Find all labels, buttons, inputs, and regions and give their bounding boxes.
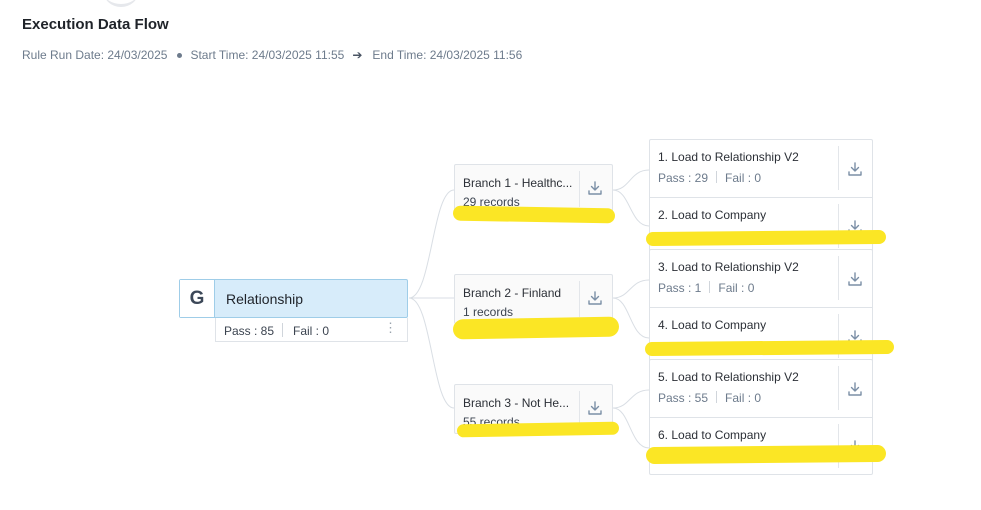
target-node-4[interactable]: 4. Load to Company [650, 307, 872, 365]
run-date: Rule Run Date: 24/03/2025 [22, 48, 168, 62]
stat-separator [282, 323, 283, 337]
target-pass: Pass : 55 [658, 391, 709, 405]
target-pass: Pass : 1 [658, 281, 702, 295]
target-name: 5. Load to Relationship V2 [658, 370, 799, 384]
target-node-2[interactable]: 2. Load to Company [650, 197, 872, 255]
divider [838, 314, 839, 358]
branch-name: Branch 2 - Finland [463, 286, 562, 300]
divider [579, 171, 580, 207]
download-icon[interactable] [586, 179, 604, 197]
divider [838, 256, 839, 300]
source-label: Relationship [226, 291, 304, 307]
stat-separator [716, 391, 718, 403]
target-name: 2. Load to Company [658, 208, 767, 222]
arrow-right-icon: ➔ [352, 48, 363, 62]
source-pass: Pass : 85 [224, 324, 275, 338]
page-title: Execution Data Flow [22, 16, 169, 33]
kebab-icon[interactable]: ⋮ [384, 320, 397, 335]
source-stats: Pass : 85 Fail : 0 ⋮ [215, 318, 408, 342]
highlight-mark [644, 339, 895, 357]
run-meta: Rule Run Date: 24/03/2025 Start Time: 24… [22, 48, 522, 62]
target-node-1[interactable]: 1. Load to Relationship V2 Pass : 29 Fail… [650, 140, 872, 197]
target-node-3[interactable]: 3. Load to Relationship V2 Pass : 1 Fail … [650, 250, 872, 307]
stat-separator [709, 281, 711, 293]
dot-separator-icon [177, 52, 183, 58]
divider [838, 366, 839, 410]
target-name: 6. Load to Company [658, 428, 767, 442]
branch-records: 1 records [463, 305, 514, 319]
highlight-mark [645, 444, 887, 465]
source-fail: Fail : 0 [293, 324, 330, 338]
target-node-5[interactable]: 5. Load to Relationship V2 Pass : 55 Fail… [650, 360, 872, 417]
target-pass: Pass : 29 [658, 171, 709, 185]
download-icon[interactable] [586, 399, 604, 417]
divider [838, 146, 839, 190]
target-fail: Fail : 0 [725, 171, 762, 185]
branch-node-2[interactable]: Branch 2 - Finland 1 records [454, 274, 613, 324]
branch-records: 29 records [463, 195, 520, 209]
branch-name: Branch 1 - Healthc... [463, 176, 573, 190]
divider [579, 391, 580, 427]
target-name: 3. Load to Relationship V2 [658, 260, 799, 274]
target-fail: Fail : 0 [718, 281, 755, 295]
start-time: Start Time: 24/03/2025 11:55 [190, 48, 345, 62]
highlight-mark [645, 229, 887, 247]
target-fail: Fail : 0 [725, 391, 762, 405]
download-icon[interactable] [846, 380, 864, 398]
stat-separator [716, 171, 718, 183]
divider [579, 281, 580, 317]
target-name: 4. Load to Company [658, 318, 767, 332]
target-stats: Pass : 1 Fail : 0 [658, 281, 754, 295]
end-time: End Time: 24/03/2025 11:56 [372, 48, 523, 62]
loading-arc [104, 0, 138, 7]
highlight-mark [452, 205, 616, 224]
download-icon[interactable] [586, 289, 604, 307]
branch-name: Branch 3 - Not He... [463, 396, 570, 410]
source-type-icon: G [180, 280, 215, 317]
target-name: 1. Load to Relationship V2 [658, 150, 799, 164]
target-stats: Pass : 55 Fail : 0 [658, 391, 761, 405]
divider [838, 204, 839, 248]
target-stats: Pass : 29 Fail : 0 [658, 171, 761, 185]
download-icon[interactable] [846, 160, 864, 178]
highlight-mark [452, 316, 620, 340]
download-icon[interactable] [846, 270, 864, 288]
source-node[interactable]: G Relationship [179, 279, 408, 318]
